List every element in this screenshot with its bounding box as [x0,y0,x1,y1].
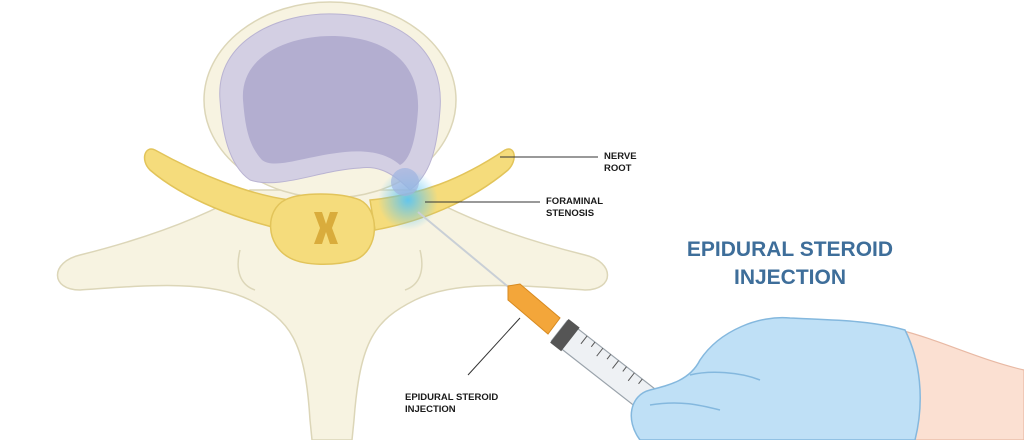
diagram-title: EPIDURAL STEROID INJECTION [660,236,920,292]
needle [417,211,513,291]
nerve-root-left [143,148,291,231]
label-line: ROOT [604,163,632,174]
needle-hub [507,283,561,335]
label-injection: EPIDURAL STEROID INJECTION [405,392,498,416]
label-line: INJECTION [405,404,456,415]
disc-nucleus [242,35,419,165]
title-line: INJECTION [733,266,846,289]
skin [899,329,1024,440]
grey-matter [314,212,338,244]
label-line: NERVE [604,151,637,162]
label-line: EPIDURAL STEROID [405,392,499,403]
label-line: STENOSIS [546,208,595,219]
label-line: FORAMINAL [546,196,603,207]
title-line: EPIDURAL STEROID [686,238,894,261]
label-foraminal-stenosis: FORAMINAL STENOSIS [546,196,603,220]
label-nerve-root: NERVE ROOT [604,151,637,175]
vertebral-arch [56,189,609,440]
gloved-hand [630,316,921,440]
